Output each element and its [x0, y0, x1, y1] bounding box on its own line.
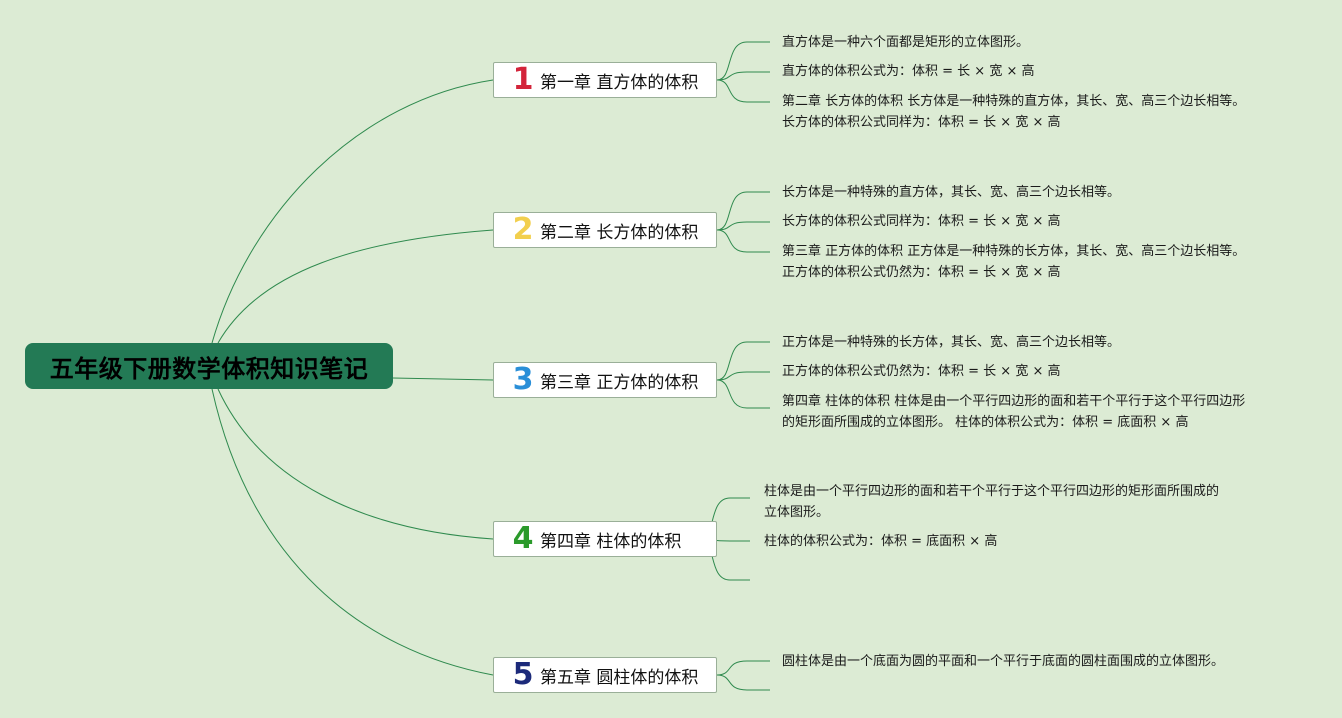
chapter-number-3: 3	[512, 362, 534, 397]
root-topic[interactable]: 五年级下册数学体积知识笔记	[25, 343, 393, 389]
connector-line	[716, 229, 770, 253]
chapter-number-1: 1	[512, 62, 534, 97]
leaf-note[interactable]: 圆柱体是由一个底面为圆的平面和一个平行于底面的圆柱面围成的立体图形。	[782, 654, 1225, 669]
connector-line	[716, 379, 770, 409]
leaf-note[interactable]: 长方体的体积公式同样为：体积 = 长 × 宽 × 高	[782, 214, 1061, 229]
connector-line	[716, 41, 770, 81]
leaf-note[interactable]: 柱体的体积公式为：体积 = 底面积 × 高	[764, 534, 998, 549]
chapter-number-4: 4	[512, 521, 534, 556]
chapter-node-5[interactable]: 5 第五章 圆柱体的体积	[493, 657, 717, 693]
leaf-note[interactable]: 第三章 正方体的体积 正方体是一种特殊的长方体，其长、宽、高三个边长相等。正方体…	[782, 244, 1246, 280]
chapter-title-5: 第五章 圆柱体的体积	[540, 667, 699, 688]
chapter-title-1: 第一章 直方体的体积	[540, 72, 699, 93]
leaf-note[interactable]: 直方体的体积公式为：体积 = 长 × 宽 × 高	[782, 64, 1035, 79]
chapter-title-3: 第三章 正方体的体积	[540, 372, 699, 393]
chapter-title-2: 第二章 长方体的体积	[540, 222, 699, 243]
leaf-note[interactable]: 柱体是由一个平行四边形的面和若干个平行于这个平行四边形的矩形面所围成的立体图形。	[764, 484, 1220, 520]
leaf-note[interactable]: 第二章 长方体的体积 长方体是一种特殊的直方体，其长、宽、高三个边长相等。长方体…	[782, 94, 1246, 130]
connector-line	[716, 341, 770, 381]
connector-line	[211, 79, 494, 344]
connector-line	[211, 388, 494, 676]
connector-line	[716, 660, 770, 676]
chapter-title-4: 第四章 柱体的体积	[540, 531, 682, 552]
leaf-note[interactable]: 第四章 柱体的体积 柱体是由一个平行四边形的面和若干个平行于这个平行四边形的矩形…	[782, 394, 1246, 430]
chapter-node-2[interactable]: 2 第二章 长方体的体积	[493, 212, 717, 248]
connector-line	[217, 229, 494, 344]
connector-line	[716, 221, 770, 231]
connector-line	[716, 71, 770, 81]
connector-line	[716, 79, 770, 103]
chapter-node-3[interactable]: 3 第三章 正方体的体积	[493, 362, 717, 398]
connector-line	[716, 371, 770, 381]
leaf-note[interactable]: 直方体是一种六个面都是矩形的立体图形。	[782, 35, 1030, 50]
chapter-number-2: 2	[512, 212, 534, 247]
leaf-note[interactable]: 正方体的体积公式仍然为：体积 = 长 × 宽 × 高	[782, 364, 1061, 379]
connector-line	[392, 377, 494, 381]
leaf-note[interactable]: 长方体是一种特殊的直方体，其长、宽、高三个边长相等。	[782, 185, 1121, 200]
connector-line	[716, 191, 770, 231]
connector-line	[716, 674, 770, 691]
chapter-number-5: 5	[512, 657, 534, 692]
root-title: 五年级下册数学体积知识笔记	[49, 354, 369, 383]
connector-line	[217, 388, 494, 540]
leaf-note[interactable]: 正方体是一种特殊的长方体，其长、宽、高三个边长相等。	[782, 335, 1121, 350]
chapter-node-1[interactable]: 1 第一章 直方体的体积	[493, 62, 717, 98]
chapter-node-4[interactable]: 4 第四章 柱体的体积	[493, 521, 717, 557]
